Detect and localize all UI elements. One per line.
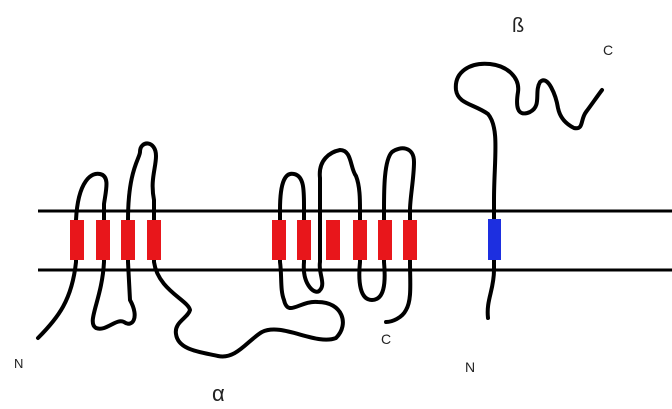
beta-n-terminus-label: N [465,359,475,375]
alpha-tm-segment [96,220,110,260]
alpha-tm-segment [378,220,392,260]
alpha-tm-segment [297,220,311,260]
alpha-n-terminus-label: N [14,356,23,371]
beta-tm-segment [488,219,501,260]
alpha-tm-segment [272,220,286,260]
beta-c-terminus-label: C [603,42,613,58]
alpha-tm-segment [121,220,135,260]
alpha-tm-segment [147,220,161,260]
alpha-tm-segment [353,220,367,260]
alpha-subunit-label: α [212,381,225,406]
alpha-tm-segment [403,220,417,260]
alpha-tm-segment [326,220,340,260]
alpha-tm-segment [70,220,84,260]
alpha-transmembrane-segments [70,220,417,260]
beta-subunit-label: ß [512,15,524,37]
beta-chain-path [456,64,602,318]
alpha-c-terminus-label: C [381,331,391,347]
